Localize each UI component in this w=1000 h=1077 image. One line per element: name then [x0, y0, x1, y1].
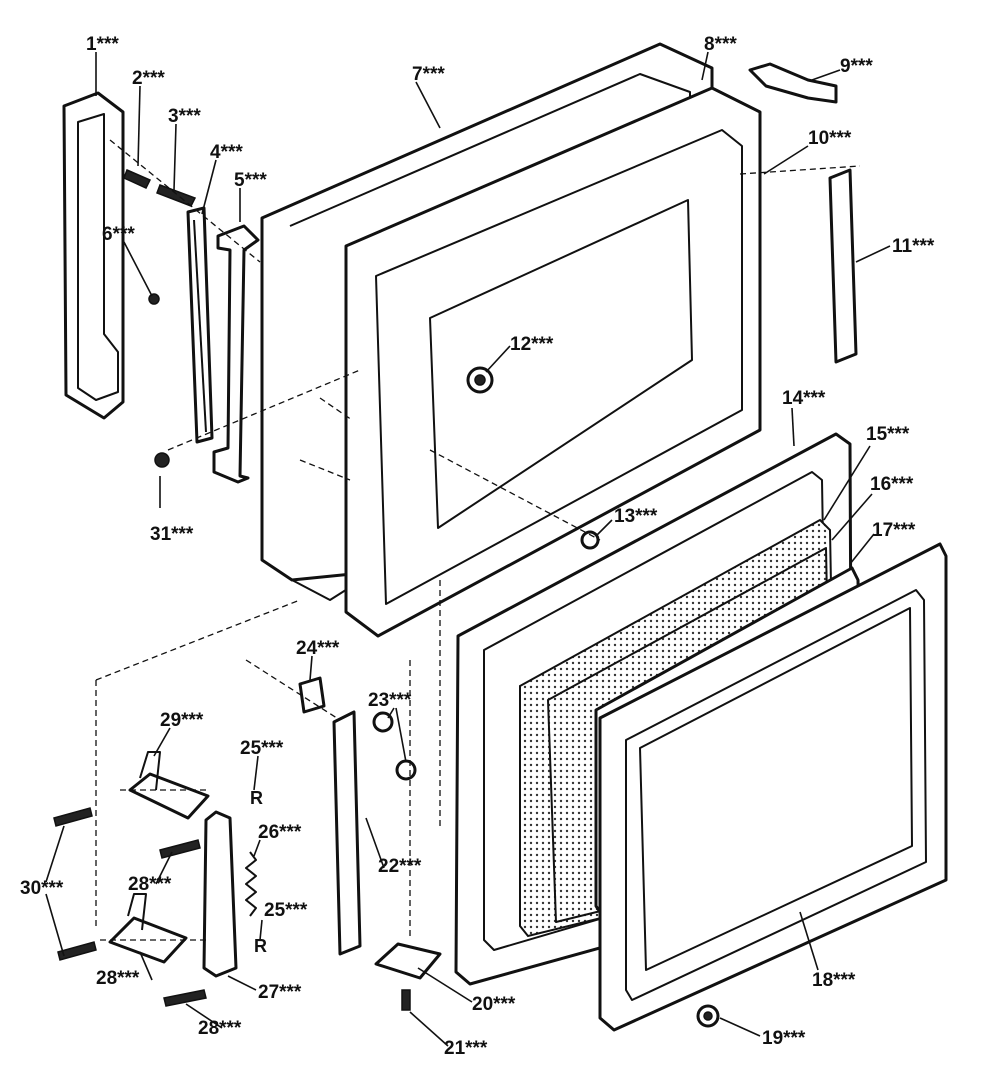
part-18-outer-door-panel — [598, 542, 948, 1032]
part-29-lower-hook — [108, 893, 188, 964]
part-5-handle — [212, 224, 260, 484]
leader-lines — [45, 51, 891, 1047]
callout-5: 5*** — [234, 170, 267, 191]
callout-8: 8*** — [704, 34, 737, 55]
part-28-30-screws — [53, 807, 207, 1007]
callout-25: 25*** — [240, 738, 284, 759]
part-27-latch-arm — [202, 810, 238, 978]
part-21-pin — [401, 989, 411, 1011]
part-2-3-screws — [123, 168, 197, 207]
part-23-rollers — [372, 711, 417, 781]
retainer-mark: R — [250, 788, 263, 808]
callout-24: 24*** — [296, 638, 340, 659]
callout-27: 27*** — [258, 982, 302, 1003]
callout-19: 19*** — [762, 1028, 806, 1049]
callout-4: 4*** — [210, 142, 243, 163]
callout-28: 28*** — [128, 874, 172, 895]
callout-10: 10*** — [808, 128, 852, 149]
part-29-upper-hook — [128, 751, 210, 820]
callout-22: 22*** — [378, 856, 422, 877]
callout-31: 31*** — [150, 524, 194, 545]
part-24-clip — [298, 676, 326, 714]
callout-21: 21*** — [444, 1038, 488, 1059]
part-8-door-liner — [344, 86, 762, 638]
retainer-mark: R — [254, 936, 267, 956]
callout-7: 7*** — [412, 64, 445, 85]
part-20-hinge-block — [374, 942, 442, 980]
callout-12: 12*** — [510, 334, 554, 355]
callout-2: 2*** — [132, 68, 165, 89]
callout-16: 16*** — [870, 474, 914, 495]
part-6-screw — [148, 293, 160, 305]
callout-1: 1*** — [86, 34, 119, 55]
part-19-screw — [696, 1004, 720, 1028]
part-26-spring — [245, 851, 257, 917]
callout-23: 23*** — [368, 690, 412, 711]
callout-13: 13*** — [614, 506, 658, 527]
part-13-grommet — [580, 530, 600, 550]
part-9-bracket — [748, 62, 838, 104]
callout-17: 17*** — [872, 520, 916, 541]
callout-18: 18*** — [812, 970, 856, 991]
callout-28: 28*** — [96, 968, 140, 989]
part-1-door-handle-trim — [62, 91, 125, 420]
part-4-handle-strip — [186, 206, 214, 444]
callout-14: 14*** — [782, 388, 826, 409]
part-22-latch-bar — [332, 710, 362, 956]
callout-3: 3*** — [168, 106, 201, 127]
callout-29: 29*** — [160, 710, 204, 731]
callout-28: 28*** — [198, 1018, 242, 1039]
callout-26: 26*** — [258, 822, 302, 843]
callout-6: 6*** — [102, 224, 135, 245]
callout-30: 30*** — [20, 878, 64, 899]
callout-20: 20*** — [472, 994, 516, 1015]
callout-11: 11*** — [892, 236, 935, 257]
callout-25: 25*** — [264, 900, 308, 921]
assembly-lines — [95, 139, 861, 941]
part-11-side-strip — [828, 168, 858, 364]
callout-15: 15*** — [866, 424, 910, 445]
part-12-grommet — [466, 366, 494, 394]
callout-9: 9*** — [840, 56, 873, 77]
part-31-screw — [154, 452, 170, 468]
